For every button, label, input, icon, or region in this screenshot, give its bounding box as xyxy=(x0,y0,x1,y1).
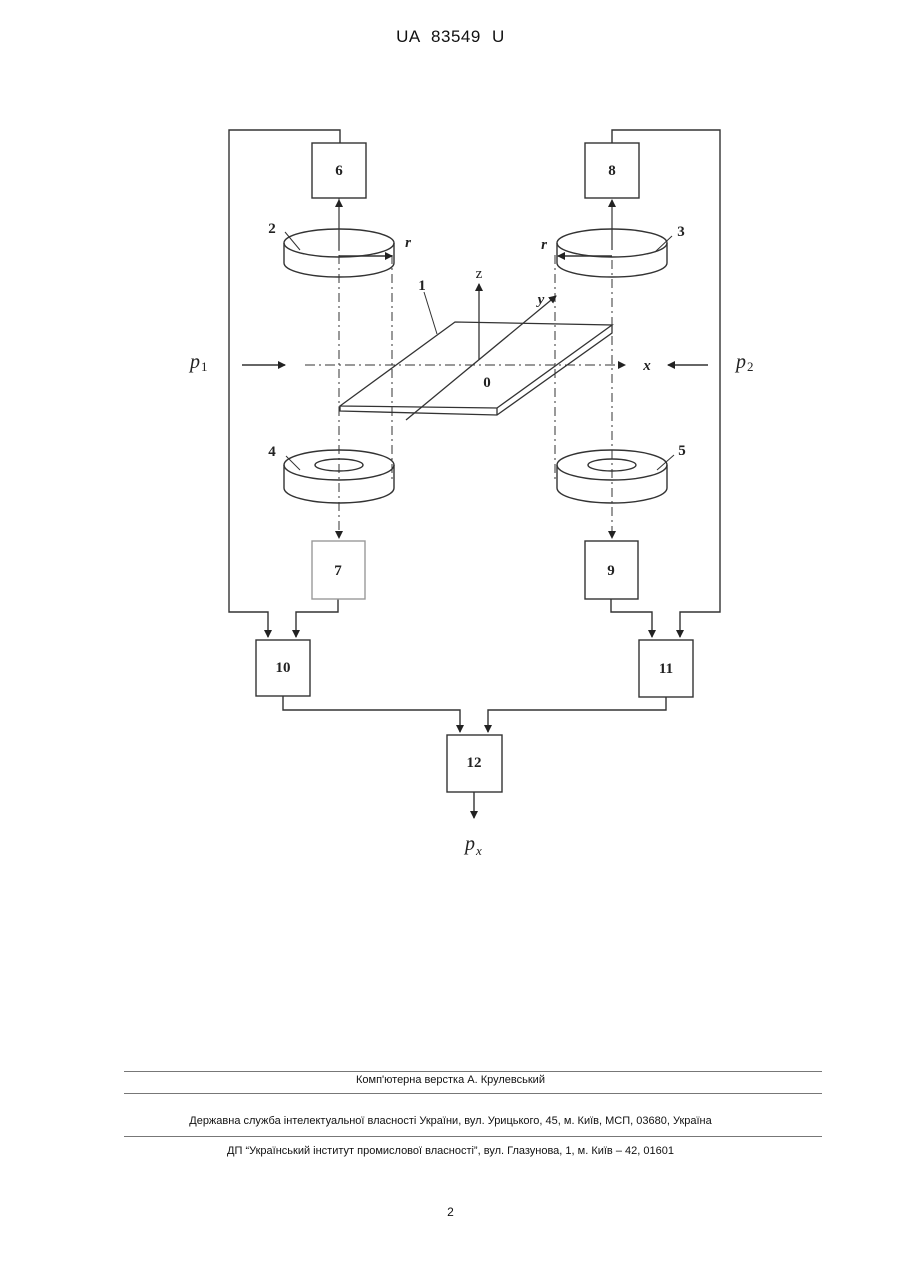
device-schematic-figure: 6 8 7 9 10 11 12 2 3 1 4 5 z y x 0 r r p… xyxy=(0,0,901,900)
block-6-label: 6 xyxy=(335,163,343,179)
p1-label: p1 xyxy=(188,351,208,374)
connector-10-12 xyxy=(283,696,460,732)
footer-rule-3 xyxy=(124,1136,822,1137)
z-axis-label: z xyxy=(476,266,483,282)
block-7-label: 7 xyxy=(334,563,342,579)
radius-label-left: r xyxy=(405,235,411,251)
component-1-label: 1 xyxy=(418,278,426,294)
block-9-label: 9 xyxy=(607,563,615,579)
component-4-label: 4 xyxy=(268,444,276,460)
origin-label: 0 xyxy=(483,375,491,391)
layout-credit: Комп'ютерна верстка А. Крулевський xyxy=(0,1074,901,1086)
y-axis-label: y xyxy=(536,292,545,308)
office-address: Державна служба інтелектуальної власност… xyxy=(0,1115,901,1127)
component-5-label: 5 xyxy=(678,443,686,459)
block-12-label: 12 xyxy=(467,755,482,771)
x-axis-label: x xyxy=(642,358,651,374)
footer-rule-1 xyxy=(124,1071,822,1072)
component-3-label: 3 xyxy=(677,224,685,240)
footer-rule-2 xyxy=(124,1093,822,1094)
institute-address: ДП “Український інститут промислової вла… xyxy=(0,1145,901,1157)
coil-4 xyxy=(284,450,394,503)
page-number: 2 xyxy=(0,1205,901,1219)
radius-label-right: r xyxy=(541,237,547,253)
connector-9-11 xyxy=(611,599,652,637)
connector-11-12 xyxy=(488,697,666,732)
block-10-label: 10 xyxy=(276,660,291,676)
connector-7-10 xyxy=(296,599,338,637)
block-8-label: 8 xyxy=(608,163,616,179)
component-2-label: 2 xyxy=(268,221,276,237)
px-output-label: px xyxy=(463,833,482,858)
block-11-label: 11 xyxy=(659,661,673,677)
p2-label: p2 xyxy=(734,351,754,374)
